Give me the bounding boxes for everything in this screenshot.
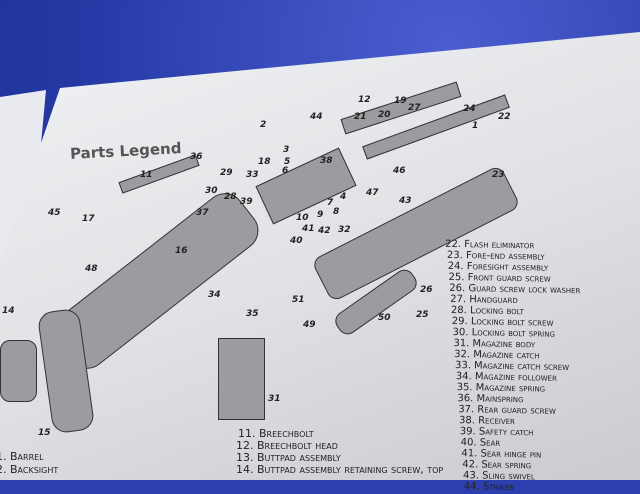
legend-item: 12. Breechbolt head (236, 439, 338, 452)
part-number: 34 (208, 290, 221, 300)
part-number: 24 (463, 104, 476, 114)
part-number: 43 (399, 196, 412, 206)
legend-item: 13. Buttpad assembly (236, 451, 341, 464)
part-number: 25 (416, 310, 429, 320)
part-number: 9 (317, 210, 324, 220)
part-number: 11 (140, 170, 153, 180)
magazine-part (218, 338, 265, 420)
part-number: 7 (327, 198, 334, 208)
part-number: 45 (48, 208, 61, 218)
legend-middle: 11. Breechbolt 12. Breechbolt head 13. B… (236, 428, 443, 476)
part-number: 46 (393, 166, 406, 176)
legend-right: 22. Flash eliminator 23. Fore-end assemb… (441, 239, 581, 494)
part-number: 40 (290, 236, 303, 246)
part-number: 4 (340, 192, 347, 202)
part-number: 44 (310, 112, 323, 122)
part-number: 35 (246, 309, 259, 319)
part-number: 38 (320, 156, 333, 166)
legend-item: 11. Breechbolt (238, 427, 314, 440)
part-number: 49 (303, 320, 316, 330)
part-number: 8 (333, 207, 340, 217)
part-number: 17 (82, 214, 95, 224)
legend-item: 14. Buttpad assembly retaining screw, to… (236, 463, 444, 476)
part-number: 30 (205, 186, 218, 196)
part-number: 22 (498, 112, 511, 122)
part-number: 10 (296, 213, 309, 223)
part-number: 5 (284, 157, 291, 167)
part-number: 23 (492, 170, 505, 180)
legend-left: 1. Barrel 2. Backsight (0, 450, 58, 476)
part-number: 18 (258, 157, 271, 167)
part-number: 41 (302, 224, 315, 234)
part-number: 15 (38, 428, 51, 438)
part-number: 29 (220, 168, 233, 178)
part-number: 36 (190, 152, 203, 162)
part-number: 16 (175, 246, 188, 256)
part-number: 19 (394, 96, 407, 106)
part-number: 20 (378, 110, 391, 120)
part-number: 27 (408, 103, 421, 113)
part-number: 21 (354, 112, 367, 122)
part-number: 33 (246, 170, 259, 180)
part-number: 50 (378, 313, 391, 323)
part-number: 47 (366, 188, 379, 198)
part-number: 1 (472, 121, 479, 131)
part-number: 51 (292, 295, 305, 305)
legend-item: 2. Backsight (0, 463, 59, 476)
legend-item: 1. Barrel (0, 450, 44, 463)
barrel-left-part (0, 340, 37, 402)
part-number: 26 (420, 285, 433, 295)
part-number: 48 (85, 264, 98, 274)
part-number: 12 (358, 95, 371, 105)
part-number: 39 (240, 197, 253, 207)
part-number: 32 (338, 225, 351, 235)
part-number: 37 (196, 208, 209, 218)
part-number: 3 (283, 145, 290, 155)
part-number: 2 (260, 120, 267, 130)
part-number: 6 (282, 166, 289, 176)
part-number: 14 (2, 306, 15, 316)
part-number: 31 (268, 394, 281, 404)
part-number: 42 (318, 226, 331, 236)
legend-item: 44. Striker (463, 481, 515, 494)
part-number: 28 (224, 192, 237, 202)
